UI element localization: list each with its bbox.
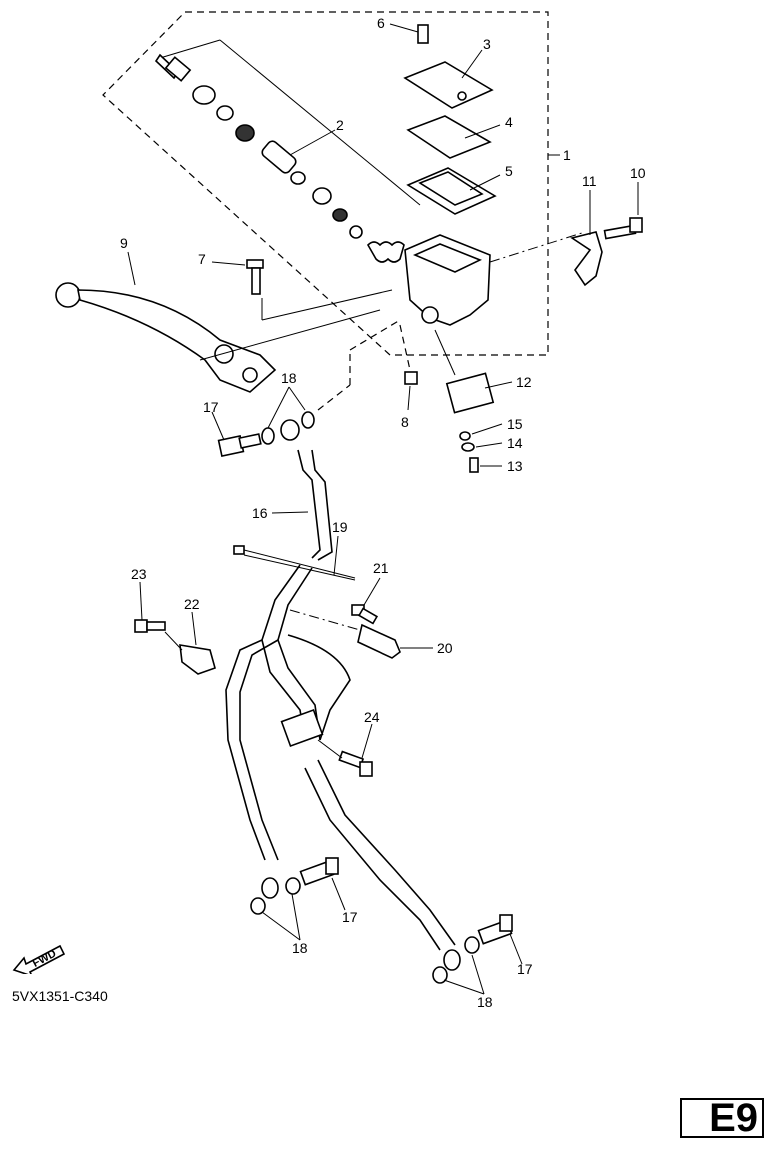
page-label: E9 — [709, 1096, 758, 1140]
upper-banjo — [217, 319, 401, 458]
fwd-label: FWD — [31, 948, 59, 970]
brake-hose-upper — [297, 449, 333, 561]
callout-23: 23 — [131, 566, 147, 582]
callout-11: 11 — [582, 173, 597, 189]
callout-1: 1 — [563, 147, 571, 163]
callout-18-right: 18 — [477, 994, 493, 1010]
page-label-box: E9 — [680, 1096, 764, 1140]
handlebar-holder — [570, 217, 643, 287]
brake-lever — [55, 282, 381, 393]
callout-17-left: 17 — [342, 909, 358, 925]
brake-hose-lower — [225, 564, 456, 951]
callout-18-top: 18 — [281, 370, 297, 386]
drawing-code: 5VX1351-C340 — [12, 988, 108, 1004]
callout-19: 19 — [332, 519, 348, 535]
joint-bolt — [317, 739, 373, 777]
callout-6: 6 — [377, 15, 385, 31]
callout-3: 3 — [483, 36, 491, 52]
callout-22: 22 — [184, 596, 200, 612]
reservoir-cap-stack — [403, 24, 497, 215]
callout-17-right: 17 — [517, 961, 533, 977]
callout-4: 4 — [505, 114, 513, 130]
callout-16: 16 — [252, 505, 268, 521]
lower-right-banjo — [432, 914, 513, 984]
cable-tie — [233, 545, 356, 581]
callout-10: 10 — [630, 165, 646, 181]
assembly-boundary — [102, 11, 549, 356]
callout-2: 2 — [336, 117, 344, 133]
callout-24: 24 — [364, 709, 380, 725]
piston-kit — [154, 39, 421, 263]
callout-18-left: 18 — [292, 940, 308, 956]
callout-12: 12 — [516, 374, 532, 390]
callout-5: 5 — [505, 163, 513, 179]
callout-17-top: 17 — [203, 399, 219, 415]
hose-bracket — [289, 604, 401, 659]
callout-20: 20 — [437, 640, 453, 656]
brake-switch — [434, 329, 495, 473]
callout-21: 21 — [373, 560, 389, 576]
nut — [399, 324, 418, 385]
callout-numbers: 1 2 3 4 5 6 7 8 9 10 11 12 13 14 15 16 1… — [120, 15, 646, 1010]
callout-leaders — [127, 23, 639, 995]
fwd-arrow-icon: FWD — [10, 930, 70, 978]
callout-7: 7 — [198, 251, 206, 267]
master-cylinder-body — [404, 231, 586, 326]
callout-9: 9 — [120, 235, 128, 251]
callout-14: 14 — [507, 435, 523, 451]
callout-8: 8 — [401, 414, 409, 430]
lower-left-banjo — [250, 857, 339, 915]
callout-13: 13 — [507, 458, 523, 474]
pivot-bolt — [246, 259, 393, 321]
callout-15: 15 — [507, 416, 523, 432]
hose-clamp — [134, 619, 216, 675]
